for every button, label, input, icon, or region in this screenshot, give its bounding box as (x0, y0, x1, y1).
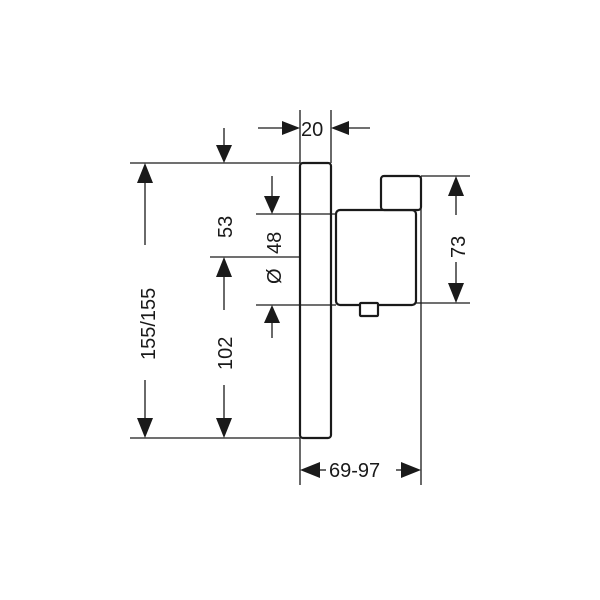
dim-label-right-height: 73 (448, 236, 470, 258)
arrow-down-icon (216, 145, 232, 163)
part-outline (298, 161, 423, 440)
diameter-symbol: Ø (264, 268, 286, 284)
cover-plate (298, 161, 333, 440)
bottom-tab (358, 301, 380, 318)
arrow-up-icon (216, 257, 232, 277)
arrow-right-icon (401, 462, 421, 478)
dim-label-diameter-value: 48 (264, 232, 286, 254)
dim-label-lower-height: 102 (215, 337, 237, 370)
dimension-lower-height: 102 (215, 257, 237, 438)
extension-lines (130, 110, 470, 485)
arrow-left-icon (331, 121, 349, 135)
arrow-up-icon (137, 163, 153, 183)
dimension-width-20: 20 (258, 119, 370, 141)
dim-label-depth: 69-97 (329, 460, 380, 482)
dim-label-width: 20 (301, 119, 323, 141)
dim-label-upper-height: 53 (215, 216, 237, 238)
arrow-down-icon (448, 283, 464, 303)
arrow-down-icon (137, 418, 153, 438)
dimension-depth: 69-97 (300, 460, 421, 482)
dim-label-total-height: 155/155 (138, 288, 160, 360)
dimension-upper-height: 53 (215, 128, 237, 238)
arrow-down-icon (264, 196, 280, 214)
arrow-down-icon (216, 418, 232, 438)
valve-body (334, 208, 418, 307)
dimension-diameter: 48 Ø (264, 176, 286, 338)
arrow-up-icon (264, 305, 280, 323)
arrow-left-icon (300, 462, 320, 478)
dimension-right-height: 73 (448, 176, 470, 303)
arrow-up-icon (448, 176, 464, 196)
arrow-right-icon (282, 121, 300, 135)
top-knob (379, 174, 423, 212)
dimension-total-height: 155/155 (137, 163, 160, 438)
